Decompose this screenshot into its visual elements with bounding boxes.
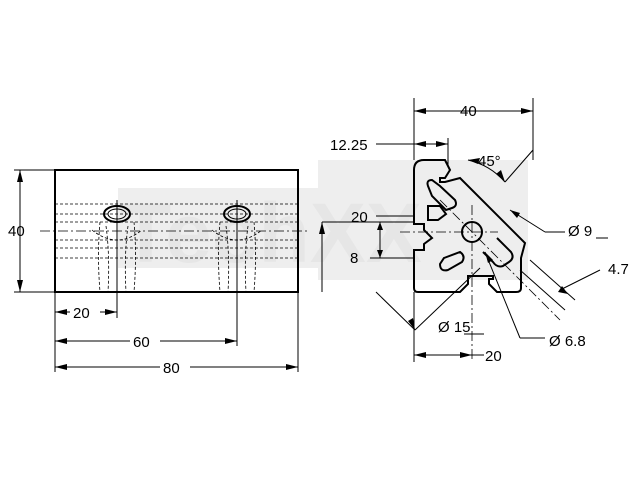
dimension-diameter-6-8: Ø 6.8 <box>484 251 586 350</box>
diagonal-slot <box>482 237 514 268</box>
hole-first-label: 20 <box>73 305 90 322</box>
watermark-text: TechXX <box>120 186 422 280</box>
overall-length-label: 80 <box>163 360 180 377</box>
slot-offset-label: 20 <box>351 209 368 226</box>
dimension-bottom-offset: 20 <box>413 292 502 365</box>
profile-view: 40 12.25 45° 20 <box>319 98 629 365</box>
thickness-label: 4.7 <box>608 261 629 278</box>
mounting-hole-left <box>91 200 143 318</box>
dimension-hole-first: 20 <box>54 292 117 372</box>
watermark-box-left <box>118 188 318 268</box>
dimension-hole-second: 60 <box>55 333 237 351</box>
dimension-diameter-9: Ø 9 <box>509 209 608 240</box>
diameter-9-label: Ø 9 <box>568 223 592 240</box>
watermark: TechXX <box>118 160 528 280</box>
slot-width-label: 8 <box>350 250 358 267</box>
angle-label: 45° <box>478 153 501 170</box>
bottom-offset-label: 20 <box>485 348 502 365</box>
dimension-profile-width: 40 <box>413 98 534 160</box>
dimension-diameter-15: Ø 15 <box>375 267 484 336</box>
dimension-thickness: 4.7 <box>519 259 629 311</box>
dimension-height: 40 <box>8 169 55 293</box>
hole-second-label: 60 <box>133 334 150 351</box>
dimension-slot-width: 8 <box>350 222 414 267</box>
dimension-offset-12-25: 12.25 <box>330 137 449 165</box>
dimension-angle: 45° <box>467 149 534 183</box>
bottom-slot <box>438 250 465 272</box>
height-label: 40 <box>8 223 25 240</box>
left-notch <box>427 205 448 221</box>
offset-label: 12.25 <box>330 137 368 154</box>
diameter-6-8-label: Ø 6.8 <box>549 333 586 350</box>
profile-outline <box>413 159 527 293</box>
profile-width-label: 40 <box>460 103 477 120</box>
diameter-15-label: Ø 15 <box>438 319 471 336</box>
mounting-hole-right <box>211 200 263 346</box>
side-view: 40 20 60 80 <box>8 169 310 377</box>
dimension-overall-length: 80 <box>55 292 299 377</box>
top-slot <box>426 178 457 212</box>
dimension-slot-offset: 20 <box>319 209 414 292</box>
